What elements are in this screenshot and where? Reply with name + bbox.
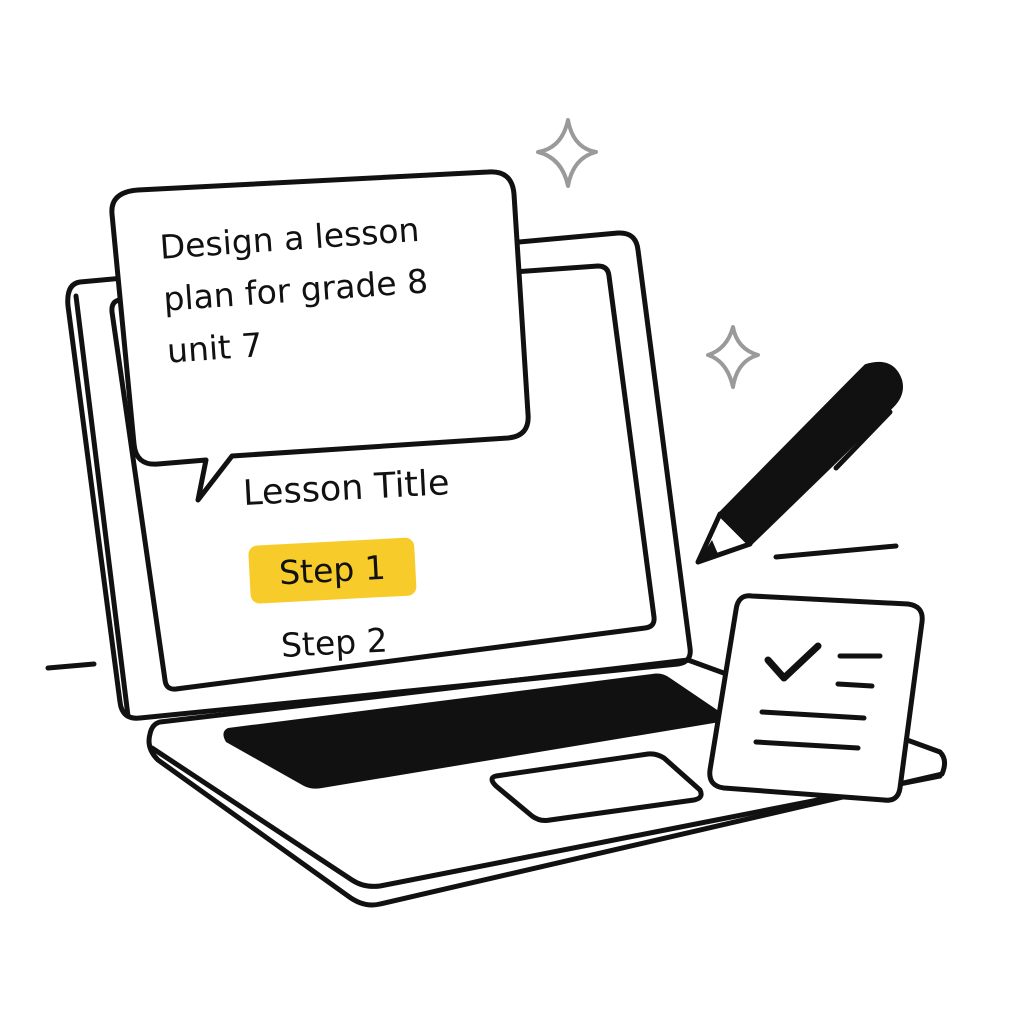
prompt-text: Design a lesson plan for grade 8 unit 7 [158, 209, 430, 371]
laptop-base [146, 657, 948, 908]
pen-icon [695, 361, 903, 565]
laptop-base-front [149, 745, 943, 889]
step-1-highlight: Step 1 [248, 537, 417, 604]
step-2: Step 2 [280, 620, 389, 665]
laptop-lid-edge [73, 293, 131, 719]
laptop-screen [109, 263, 657, 692]
keyboard [223, 673, 732, 789]
sparkle-icon [706, 325, 760, 389]
motion-line [773, 543, 899, 560]
laptop-lid-back [65, 230, 693, 721]
check-icon [764, 642, 822, 682]
motion-line [45, 661, 97, 671]
sparkle-icon [536, 118, 598, 188]
touchpad [489, 751, 704, 823]
checklist-icon [707, 593, 925, 803]
speech-bubble-icon [109, 169, 531, 503]
